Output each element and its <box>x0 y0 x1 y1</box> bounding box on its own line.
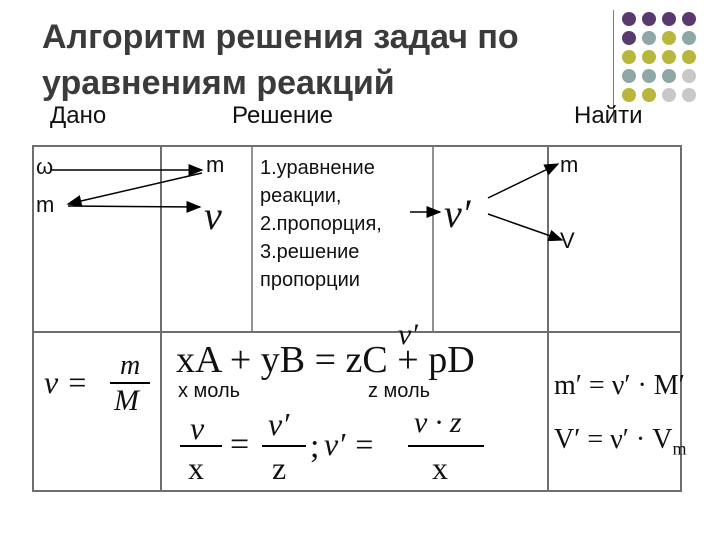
prop-c-den: x <box>432 450 448 486</box>
find-volume: V <box>560 228 575 253</box>
header-solution: Решение <box>232 102 333 129</box>
nu-lhs: ν = <box>44 364 88 400</box>
volume-formula-main: V′ = ν′ · V <box>554 424 673 455</box>
header-find: Найти <box>574 102 643 129</box>
z-mol-label: z моль <box>368 380 431 402</box>
reaction-nu-prime: ν′ <box>398 318 418 351</box>
step-line-3: 2.пропорция, <box>260 213 382 235</box>
prop-semicolon: ; <box>310 428 320 465</box>
reaction-equation: xA + yB = zC + pD <box>176 339 475 381</box>
nu-prime-lhs: ν′ = <box>324 426 375 462</box>
prop-a-den: x <box>188 450 204 486</box>
prop-b-den: z <box>272 450 287 486</box>
solution-nu: ν <box>204 193 222 238</box>
step-line-4: 3.решение <box>260 241 360 263</box>
prop-c-num: ν · z <box>414 406 462 439</box>
given-omega: ω <box>36 154 54 179</box>
algorithm-table <box>32 145 682 492</box>
mass-formula: m′ = ν′ · M′ <box>554 370 685 401</box>
prop-b-num: ν′ <box>268 406 290 442</box>
solution-steps: 1.уравнение реакции, 2.пропорция, 3.реше… <box>260 154 382 294</box>
volume-formula-sub: m <box>672 438 687 459</box>
divider-line <box>613 10 614 122</box>
nu-denominator: M <box>114 384 139 417</box>
volume-formula: V′ = ν′ · Vm <box>554 424 686 460</box>
step-line-5: пропорции <box>260 269 360 291</box>
slide-title: Алгоритм решения задач по уравнениям реа… <box>42 18 519 102</box>
x-mol-label: x моль <box>178 380 241 402</box>
step-line-1: 1.уравнение <box>260 157 375 179</box>
prop-eq-1: = <box>230 426 250 463</box>
step-line-2: реакции, <box>260 185 342 207</box>
find-mass: m <box>560 152 579 177</box>
prop-a-num: ν <box>190 410 205 446</box>
given-mass: m <box>36 192 55 217</box>
nu-numerator: m <box>120 350 141 381</box>
header-given: Дано <box>50 102 107 129</box>
solution-mass: m <box>206 152 225 177</box>
solution-nu-prime: ν′ <box>444 191 471 236</box>
